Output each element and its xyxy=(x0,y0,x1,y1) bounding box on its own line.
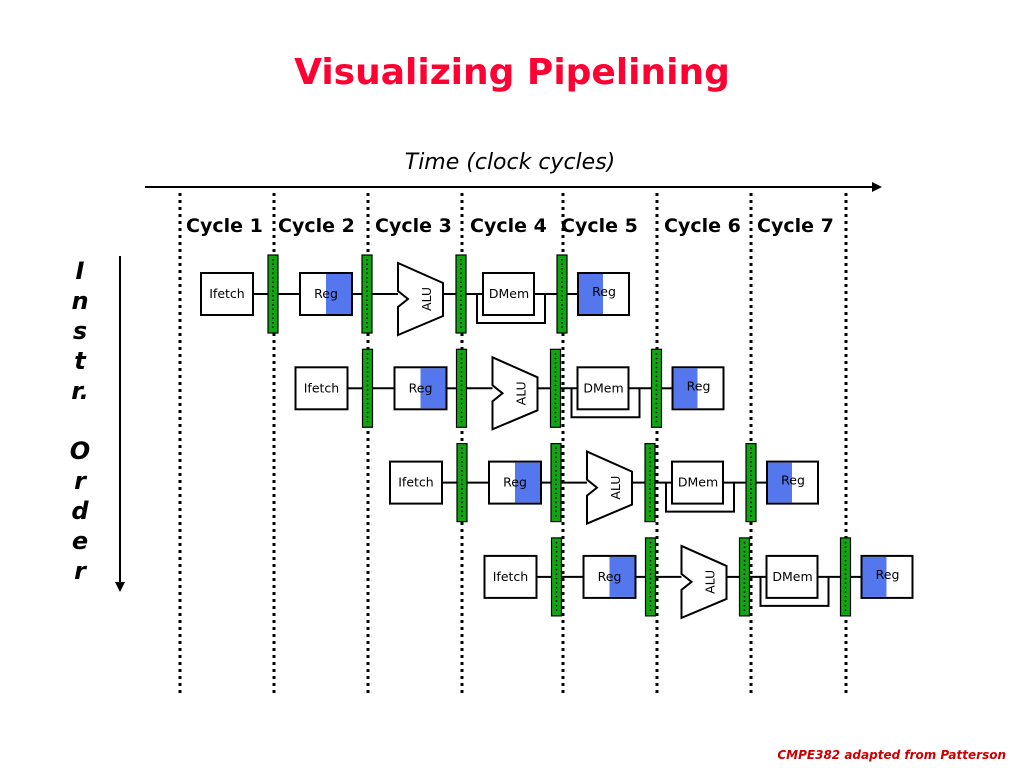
dmem-label: DMem xyxy=(489,286,529,301)
ifetch-label: Ifetch xyxy=(304,380,339,395)
reg-read-label: Reg xyxy=(503,475,527,490)
ifetch-label: Ifetch xyxy=(209,286,244,301)
reg-write-highlight xyxy=(579,274,603,314)
cycle-label-2: Cycle 2 xyxy=(278,215,355,237)
dmem-label: DMem xyxy=(678,475,718,490)
order-label-4: t xyxy=(74,347,86,375)
order-label-3: s xyxy=(72,317,88,345)
reg-write-box xyxy=(671,366,725,411)
ifetch-box xyxy=(389,460,443,505)
dmem-box xyxy=(482,272,535,316)
dmem-bypass-wire xyxy=(476,294,546,324)
reg-read-label: Reg xyxy=(598,569,622,584)
footer-credit: CMPE382 adapted from Patterson xyxy=(777,748,1006,762)
reg-read-box xyxy=(393,366,448,411)
pipeline-register-3-4 xyxy=(745,443,757,523)
alu-label: ALU xyxy=(419,287,434,311)
reg-read-label: Reg xyxy=(314,286,338,301)
reg-read-highlight xyxy=(515,462,540,503)
dmem-box xyxy=(765,554,819,599)
pipeline-register-4-2 xyxy=(644,537,657,617)
reg-write-label: Reg xyxy=(592,284,616,299)
dmem-label: DMem xyxy=(583,380,623,395)
dmem-bypass-wire xyxy=(570,388,641,419)
order-label-6: O xyxy=(69,437,91,465)
reg-write-highlight xyxy=(768,462,792,503)
pipeline-register-2-3 xyxy=(549,348,562,428)
pipeline-register-1-4 xyxy=(556,254,568,334)
reg-write-highlight xyxy=(862,556,887,597)
alu-label: ALU xyxy=(514,381,529,405)
pipeline-register-1-2 xyxy=(361,254,373,334)
order-label-1: I xyxy=(75,257,85,285)
reg-write-label: Reg xyxy=(687,378,711,393)
order-label-5: r. xyxy=(71,377,89,405)
reg-read-box xyxy=(299,272,353,316)
page-title: Visualizing Pipelining xyxy=(294,52,730,93)
dmem-label: DMem xyxy=(772,569,812,584)
reg-read-highlight xyxy=(609,556,635,597)
reg-read-box xyxy=(488,460,542,505)
reg-write-highlight xyxy=(673,368,698,409)
pipeline-register-4-4 xyxy=(839,537,852,617)
dmem-bypass-wire xyxy=(759,576,830,607)
ifetch-label: Ifetch xyxy=(493,569,528,584)
cycle-label-5: Cycle 5 xyxy=(561,215,638,237)
instruction-row-2: Ifetch Reg ALU DMem Reg xyxy=(294,348,725,431)
instruction-row-4: Ifetch Reg ALU DMem Reg xyxy=(483,537,914,620)
pipeline-register-2-2 xyxy=(455,348,468,428)
reg-read-label: Reg xyxy=(409,380,433,395)
reg-write-label: Reg xyxy=(781,473,805,488)
dmem-box xyxy=(671,460,724,505)
alu-shape xyxy=(397,261,444,337)
ifetch-box xyxy=(294,366,349,411)
order-label-7: r xyxy=(74,467,86,495)
order-label-8: d xyxy=(71,497,89,525)
reg-read-highlight xyxy=(326,274,351,314)
alu-shape xyxy=(586,450,633,526)
order-label-9: e xyxy=(71,527,89,555)
reg-write-label: Reg xyxy=(876,567,900,582)
pipeline-register-2-4 xyxy=(650,348,663,428)
cycle-label-3: Cycle 3 xyxy=(375,215,452,237)
alu-shape xyxy=(491,355,539,431)
reg-write-box xyxy=(860,554,914,599)
pipeline-register-4-3 xyxy=(738,537,751,617)
cycle-label-1: Cycle 1 xyxy=(186,215,263,237)
ifetch-label: Ifetch xyxy=(398,475,433,490)
pipeline-register-1-3 xyxy=(455,254,467,334)
dmem-box xyxy=(576,366,630,411)
time-axis-label: Time (clock cycles) xyxy=(404,150,616,175)
reg-read-highlight xyxy=(420,368,446,409)
pipeline-register-1-1 xyxy=(267,254,279,334)
alu-label: ALU xyxy=(608,476,623,500)
cycle-label-6: Cycle 6 xyxy=(664,215,741,237)
pipeline-register-3-3 xyxy=(644,443,656,523)
pipeline-register-3-1 xyxy=(456,443,468,523)
pipeline-register-2-1 xyxy=(361,348,374,428)
reg-read-box xyxy=(582,554,637,599)
reg-write-box xyxy=(577,272,630,316)
alu-label: ALU xyxy=(703,570,718,594)
reg-write-box xyxy=(766,460,819,505)
cycle-label-4: Cycle 4 xyxy=(470,215,547,237)
order-label-2: n xyxy=(71,287,89,315)
instruction-row-1: Ifetch Reg ALU DMem Reg xyxy=(200,254,630,337)
instruction-row-3: Ifetch Reg ALU DMem Reg xyxy=(389,443,819,526)
dmem-bypass-wire xyxy=(665,482,735,513)
order-label-10: r xyxy=(74,557,86,585)
ifetch-box xyxy=(200,272,254,316)
alu-shape xyxy=(680,544,728,620)
cycle-label-7: Cycle 7 xyxy=(757,215,834,237)
pipeline-register-3-2 xyxy=(550,443,562,523)
pipeline-register-4-1 xyxy=(550,537,563,617)
ifetch-box xyxy=(483,554,538,599)
